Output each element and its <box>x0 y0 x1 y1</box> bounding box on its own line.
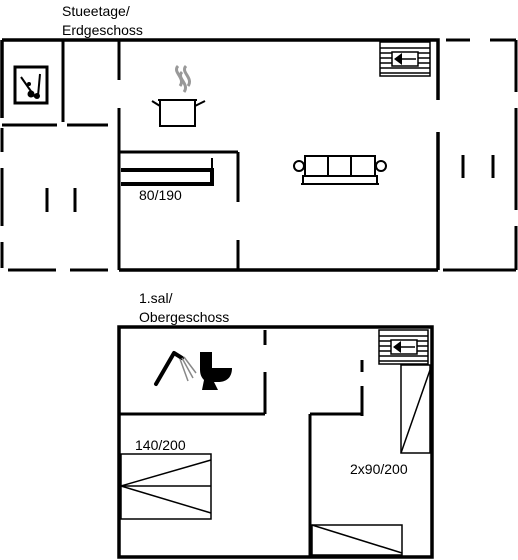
upper-floor-double-bed <box>120 453 212 520</box>
stairs-icon-upper <box>378 329 429 365</box>
upper-floor-twin-bed-label: 2x90/200 <box>350 461 408 477</box>
upper-floor-twin-bed-1 <box>400 364 431 454</box>
ground-floor-title-line2: Erdgeschoss <box>62 22 143 38</box>
ground-floor-bed <box>121 158 214 186</box>
sofa-icon <box>293 155 387 185</box>
ground-floor-annex-left <box>0 128 108 272</box>
ground-floor <box>0 38 518 272</box>
upper-floor-outer-walls <box>117 325 434 559</box>
upper-floor-title-line1: 1.sal/ <box>139 290 173 306</box>
kitchen-pot-icon <box>151 64 206 127</box>
stairs-icon-ground <box>379 41 431 77</box>
upper-floor-inner-walls <box>119 330 364 556</box>
toilet-icon <box>200 352 232 390</box>
upper-floor-double-bed-label: 140/200 <box>135 437 186 453</box>
shower-icon <box>154 351 197 386</box>
washing-machine-icon <box>13 65 49 105</box>
ground-floor-outer-walls <box>0 38 440 272</box>
upper-floor-twin-bed-2 <box>311 524 403 556</box>
ground-floor-terrace-right <box>443 38 518 272</box>
ground-floor-inner-walls <box>2 40 240 270</box>
ground-floor-bed-label: 80/190 <box>139 187 182 203</box>
upper-floor <box>117 325 434 559</box>
ground-floor-title-line1: Stueetage/ <box>62 3 130 19</box>
upper-floor-title-line2: Obergeschoss <box>139 309 229 325</box>
